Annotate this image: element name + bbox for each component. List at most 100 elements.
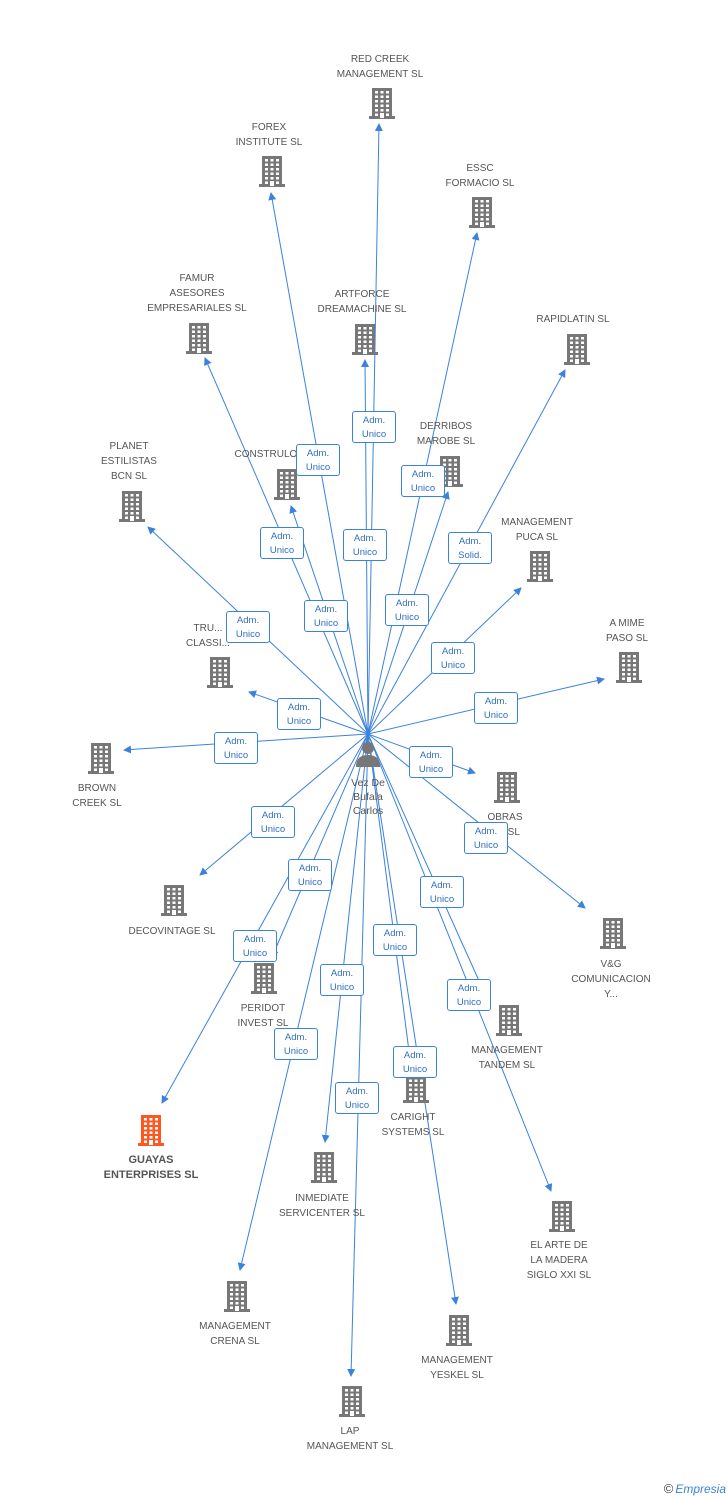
company-node-brown-creek[interactable] [84,741,118,775]
relation-badge-lap: Adm. Unico [335,1082,379,1114]
building-icon [600,918,626,949]
relation-badge-inmediate: Adm. Unico [320,964,364,996]
company-node-artforce[interactable] [348,322,382,356]
company-label-inmediate[interactable]: INMEDIATE SERVICENTER SL [279,1193,365,1219]
company-label-decovintage[interactable]: DECOVINTAGE SL [128,926,216,937]
company-label-planet[interactable]: PLANET ESTILISTAS BCN SL [101,441,157,482]
building-icon [496,1005,522,1036]
company-node-red-creek[interactable] [365,86,399,120]
relation-badge-brown-creek: Adm. Unico [214,732,258,764]
edge-vg [367,733,586,909]
company-label-management-yeskel[interactable]: MANAGEMENT YESKEL SL [421,1355,493,1381]
company-label-a-mime[interactable]: A MIME PASO SL [605,618,649,644]
relation-badge-decovintage: Adm. Unico [251,806,295,838]
edge-guayas [161,733,369,1104]
relation-badge-guayas: Adm. Unico [233,930,277,962]
building-icon [549,1201,575,1232]
company-label-el-arte[interactable]: EL ARTE DE LA MADERA SIGLO XXI SL [526,1240,592,1281]
company-label-peridot[interactable]: PERIDOT INVEST SL [237,1003,289,1029]
brand-name: Empresia [675,1482,726,1496]
relation-badge-el-arte: Adm. Unico [420,876,464,908]
company-node-management-tandem[interactable] [492,1003,526,1037]
company-label-artforce[interactable]: ARTFORCE DREAMACHINE SL [317,289,407,315]
building-icon [469,197,495,228]
building-icon [186,323,212,354]
person-icon[interactable] [354,740,382,768]
company-node-decovintage[interactable] [157,883,191,917]
company-label-management-crena[interactable]: MANAGEMENT CRENA SL [199,1321,271,1347]
building-icon [494,772,520,803]
edge-caright [367,733,414,1060]
edge-management-tandem [367,733,490,1004]
company-node-essc[interactable] [465,195,499,229]
building-icon [446,1315,472,1346]
edge-management-crena [237,733,369,1271]
company-label-management-puca[interactable]: MANAGEMENT PUCA SL [501,517,573,543]
company-label-rapidlatin[interactable]: RAPIDLATIN SL [536,314,610,325]
footer-brand: ©Empresia [664,1481,726,1496]
relation-badge-famur: Adm. Unico [304,600,348,632]
relation-badge-construlong: Adm. Unico [296,444,340,476]
company-node-forex[interactable] [255,154,289,188]
relation-badge-obras: Adm. Unico [409,746,453,778]
company-label-essc[interactable]: ESSC FORMACIO SL [445,163,515,189]
building-icon [403,1072,429,1103]
company-node-peridot[interactable] [247,961,281,995]
edge-peridot [271,733,369,958]
company-node-construlong[interactable] [270,467,304,501]
company-node-trust[interactable] [203,655,237,689]
relation-badge-forex: Adm. Unico [260,527,304,559]
copyright-symbol: © [663,1481,674,1496]
company-node-obras[interactable] [490,770,524,804]
relation-badge-derribos: Adm. Unico [401,465,445,497]
company-node-management-crena[interactable] [220,1279,254,1313]
company-node-rapidlatin[interactable] [560,332,594,366]
company-node-famur[interactable] [182,321,216,355]
relation-badge-rapidlatin: Adm. Solid. [448,532,492,564]
company-node-management-puca[interactable] [523,549,557,583]
company-label-famur[interactable]: FAMUR ASESORES EMPRESARIALES SL [147,273,247,314]
company-label-red-creek[interactable]: RED CREEK MANAGEMENT SL [336,54,424,80]
person-name[interactable]: Vez De Bufala Carlos [351,777,385,817]
edge-management-yeskel [367,733,459,1305]
company-node-el-arte[interactable] [545,1199,579,1233]
building-icon [224,1281,250,1312]
company-label-trust[interactable]: TRU... CLASSI... [186,623,230,649]
building-icon [352,324,378,355]
company-label-guayas[interactable]: GUAYAS ENTERPRISES SL [103,1154,199,1181]
relation-badge-management-puca: Adm. Unico [431,642,475,674]
company-node-planet[interactable] [115,489,149,523]
relation-badge-management-crena: Adm. Unico [274,1028,318,1060]
company-label-vg[interactable]: V&G COMUNICACION Y... [571,959,651,1000]
edge-lap [347,733,369,1377]
building-icon [119,491,145,522]
building-icon [339,1386,365,1417]
company-label-brown-creek[interactable]: BROWN CREEK SL [72,783,122,809]
building-icon [311,1152,337,1183]
relation-badge-essc: Adm. Unico [385,594,429,626]
building-icon [369,88,395,119]
company-node-inmediate[interactable] [307,1150,341,1184]
building-icon [251,963,277,994]
building-icon [207,657,233,688]
company-node-caright[interactable] [399,1070,433,1104]
company-node-lap[interactable] [335,1384,369,1418]
building-icon [616,652,642,683]
edge-decovintage [199,733,369,876]
company-node-a-mime[interactable] [612,650,646,684]
relation-badge-management-tandem: Adm. Unico [447,979,491,1011]
company-label-caright[interactable]: CARIGHT SYSTEMS SL [381,1112,445,1138]
relation-badge-trust: Adm. Unico [277,698,321,730]
company-label-lap[interactable]: LAP MANAGEMENT SL [306,1426,394,1452]
building-icon [274,469,300,500]
relation-badge-caright: Adm. Unico [373,924,417,956]
company-label-derribos[interactable]: DERRIBOS MAROBE SL [416,421,476,447]
edge-inmediate [321,733,369,1143]
edge-el-arte [367,733,553,1192]
company-node-guayas[interactable] [134,1113,168,1147]
company-label-forex[interactable]: FOREX INSTITUTE SL [235,122,303,148]
company-node-vg[interactable] [596,916,630,950]
building-icon [138,1115,164,1146]
company-node-management-yeskel[interactable] [442,1313,476,1347]
company-label-management-tandem[interactable]: MANAGEMENT TANDEM SL [471,1045,543,1071]
